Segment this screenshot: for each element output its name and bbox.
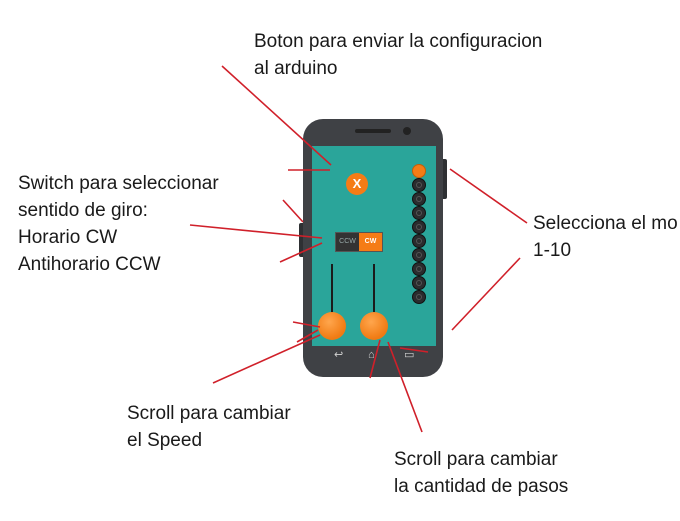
recent-apps-icon[interactable]: ▭ [404, 349, 415, 361]
motor-radio-6[interactable] [412, 234, 426, 248]
phone-side-button-left [299, 223, 303, 257]
send-config-button[interactable]: X [346, 173, 368, 195]
motor-radio-2[interactable] [412, 178, 426, 192]
phone-speaker [355, 129, 391, 133]
back-icon[interactable]: ↩ [334, 349, 344, 361]
motor-radio-10[interactable] [412, 290, 426, 304]
motor-radio-9[interactable] [412, 276, 426, 290]
label-speed-scroll: Scroll para cambiar el Speed [127, 403, 291, 451]
speed-slider-track[interactable] [331, 264, 333, 324]
pointer-line-send [221, 65, 332, 166]
motor-radio-3[interactable] [412, 192, 426, 206]
phone-camera [403, 127, 411, 135]
motor-radio-5[interactable] [412, 220, 426, 234]
switch-option-cw[interactable]: CW [359, 233, 382, 251]
home-icon[interactable]: ⌂ [368, 349, 375, 361]
direction-switch[interactable]: CCW CW [335, 232, 383, 252]
motor-radio-1[interactable] [412, 164, 426, 178]
motor-radio-4[interactable] [412, 206, 426, 220]
pointer-line-motor-bottom [451, 257, 521, 331]
steps-slider-track[interactable] [373, 264, 375, 324]
switch-option-ccw[interactable]: CCW [339, 238, 356, 245]
pointer-line-speed [212, 334, 321, 384]
pointer-line-switch-2 [282, 199, 304, 223]
speed-slider-knob[interactable] [318, 312, 346, 340]
pointer-line-speed-2 [292, 321, 321, 328]
motor-radio-7[interactable] [412, 248, 426, 262]
phone-mockup: X CCW CW ↩ ⌂ ▭ [299, 119, 447, 377]
pointer-line-steps-2 [369, 339, 381, 379]
phone-side-button-right [443, 159, 447, 199]
label-steps-scroll: Scroll para cambiar la cantidad de pasos [394, 449, 569, 497]
phone-nav-bar: ↩ ⌂ ▭ [312, 346, 436, 366]
pointer-line-steps [387, 341, 423, 433]
pointer-line-switch-3 [279, 242, 323, 263]
label-motor-select: Selecciona el mo 1-10 [533, 213, 678, 261]
motor-radio-8[interactable] [412, 262, 426, 276]
steps-slider-knob[interactable] [360, 312, 388, 340]
pointer-line-motor-top [449, 168, 528, 224]
pointer-line-switch [189, 224, 323, 239]
pointer-line-speed-3 [296, 329, 319, 343]
label-send-button: Boton para enviar la configuracion al ar… [254, 31, 543, 79]
app-screen: X CCW CW [312, 146, 436, 346]
pointer-line-steps-3 [399, 347, 429, 353]
label-direction-switch: Switch para seleccionar sentido de giro:… [18, 173, 219, 275]
